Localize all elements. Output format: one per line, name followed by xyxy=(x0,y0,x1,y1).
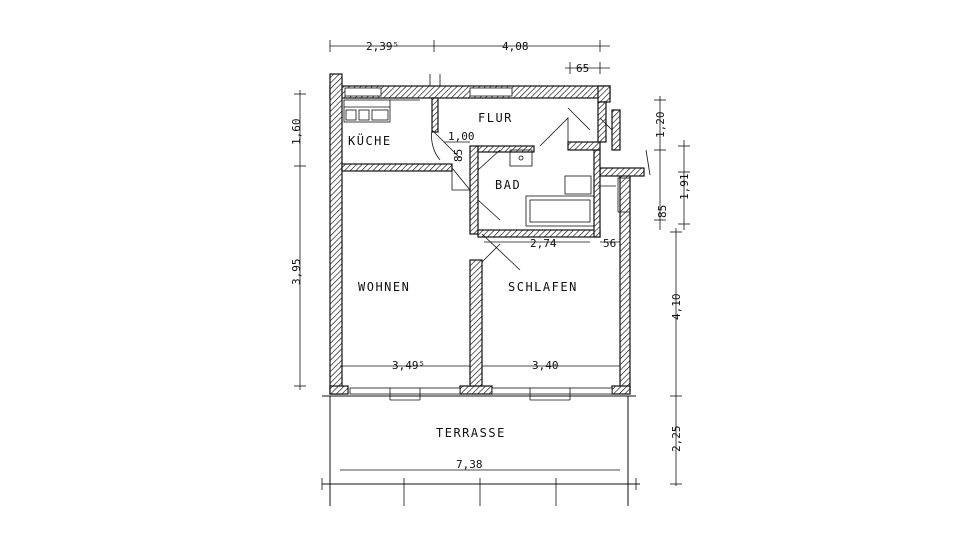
kitchen-counter xyxy=(343,99,420,123)
dim-left-upper-height: 1,60 xyxy=(290,119,303,146)
dim-right-terrace-height: 2,25 xyxy=(670,426,683,453)
room-label-terrasse: TERRASSE xyxy=(436,426,506,440)
dim-right-mid-height: 1,91 xyxy=(678,174,691,201)
top-windows xyxy=(344,74,513,97)
dim-right-top-height: 1,20 xyxy=(654,112,667,139)
dim-top-small-width: 65 xyxy=(576,62,589,75)
dimension-lines xyxy=(294,40,690,486)
outer-walls xyxy=(329,73,645,395)
dim-living-width: 3,49⁵ xyxy=(392,359,425,372)
dim-right-small: 85 xyxy=(656,205,669,218)
room-label-bad: BAD xyxy=(495,178,521,192)
dim-kitchen-door: 1,00 xyxy=(448,130,475,143)
dim-top-right-width: 4,08 xyxy=(502,40,529,53)
bath-fixtures xyxy=(509,149,631,227)
room-label-schlafen: SCHLAFEN xyxy=(508,280,578,294)
dim-right-bedroom-height: 4,10 xyxy=(670,294,683,321)
terrace xyxy=(321,395,640,506)
dim-kitchen-door-sub: 85 xyxy=(452,149,465,162)
dim-bath-offset: 56 xyxy=(603,237,616,250)
dim-bedroom-width: 3,40 xyxy=(532,359,559,372)
dim-terrace-width: 7,38 xyxy=(456,458,483,471)
inner-walls xyxy=(341,97,621,387)
dim-left-lower-height: 3,95 xyxy=(290,259,303,286)
room-label-flur: FLUR xyxy=(478,111,513,125)
dim-bath-width: 2,74 xyxy=(530,237,557,250)
terrace-doors xyxy=(349,387,613,401)
dim-top-left-width: 2,39⁵ xyxy=(366,40,399,53)
room-label-wohnen: WOHNEN xyxy=(358,280,410,294)
room-label-kueche: KÜCHE xyxy=(348,132,392,148)
doors xyxy=(431,107,613,271)
